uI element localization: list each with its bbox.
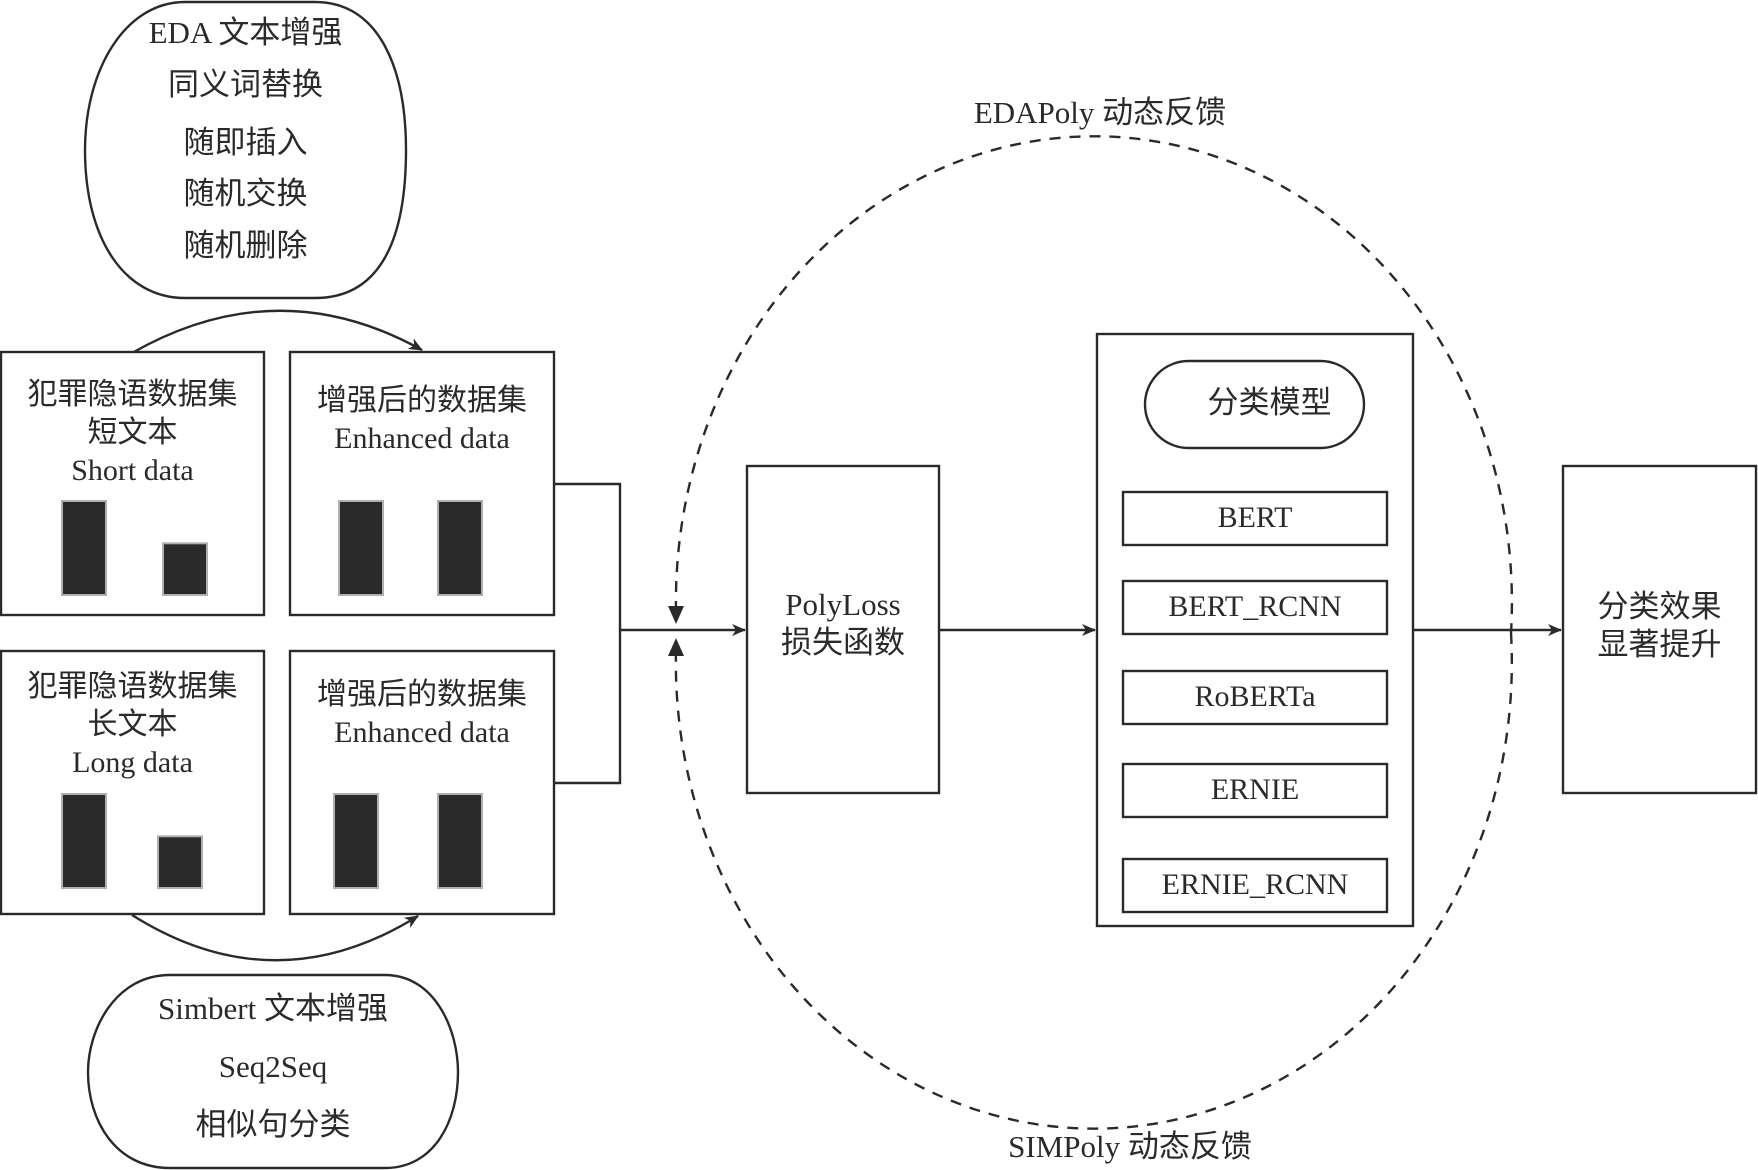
- result-label: 分类效果 显著提升: [1563, 588, 1756, 664]
- long-enhanced-bar: [333, 793, 379, 889]
- eda-method: 随即插入: [183, 124, 308, 160]
- long-dataset-en: Long data: [72, 746, 193, 779]
- eda-method: 随机交换: [183, 176, 308, 212]
- result-line2: 显著提升: [1597, 627, 1722, 662]
- polyloss-label: PolyLoss 损失函数: [747, 586, 939, 662]
- short-dataset-title: 犯罪隐语数据集: [27, 378, 238, 411]
- feedback-arrowhead-down: [668, 606, 684, 624]
- short-dataset-label: 犯罪隐语数据集 短文本 Short data: [1, 376, 264, 490]
- simbert-text: Simbert 文本增强 Seq2Seq 相似句分类: [88, 990, 458, 1143]
- model-label: RoBERTa: [1194, 680, 1316, 713]
- short-enhanced-title: 增强后的数据集: [317, 384, 527, 417]
- long-dataset-subtitle: 长文本: [87, 708, 178, 741]
- long-enhanced-en: Enhanced data: [334, 716, 510, 749]
- simbert-method: Seq2Seq: [218, 1048, 328, 1084]
- long-dataset-label: 犯罪隐语数据集 长文本 Long data: [1, 668, 264, 782]
- long-bar: [157, 835, 203, 889]
- model-box: [1121, 762, 1389, 819]
- result-box: [1561, 464, 1758, 795]
- eda-method: 随机删除: [183, 228, 308, 264]
- simpoly-feedback-label: SIMPoly 动态反馈: [1008, 1129, 1252, 1164]
- long-enhanced-bar: [437, 793, 483, 889]
- result-line1: 分类效果: [1597, 589, 1722, 624]
- classifier-title-pill: [1143, 359, 1366, 450]
- model-label: BERT: [1217, 501, 1293, 534]
- simbert-augmentation-blob: [86, 973, 460, 1170]
- short-bar: [61, 500, 107, 596]
- classifier-title: 分类模型: [1207, 385, 1332, 420]
- long-dataset-box: [0, 649, 266, 916]
- short-dataset-subtitle: 短文本: [87, 416, 178, 449]
- long-dataset-title: 犯罪隐语数据集: [27, 670, 238, 703]
- polyloss-name: PolyLoss: [785, 587, 901, 622]
- short-enhanced-box: [288, 350, 556, 617]
- simbert-augment-arrow: [131, 913, 419, 962]
- feedback-arrowhead-up: [668, 638, 684, 656]
- short-enhanced-en: Enhanced data: [334, 422, 510, 455]
- short-dataset-box: [0, 350, 266, 617]
- eda-text: EDA 文本增强 同义词替换 随即插入 随机交换 随机删除: [85, 14, 406, 265]
- eda-augment-arrow: [131, 309, 423, 355]
- model-box: [1121, 669, 1389, 726]
- model-box: [1121, 857, 1389, 914]
- short-bar: [162, 542, 208, 596]
- short-enhanced-label: 增强后的数据集 Enhanced data: [290, 382, 554, 458]
- model-box: [1121, 579, 1389, 636]
- eda-augmentation-blob: [83, 0, 408, 300]
- long-enhanced-label: 增强后的数据集 Enhanced data: [290, 676, 554, 752]
- long-bar: [61, 793, 107, 889]
- short-enhanced-bar: [437, 500, 483, 596]
- simbert-method: 相似句分类: [195, 1106, 351, 1142]
- eda-title: EDA 文本增强: [148, 15, 343, 50]
- edapoly-feedback-label: EDAPoly 动态反馈: [973, 95, 1227, 130]
- short-enhanced-bar: [338, 500, 384, 596]
- eda-method: 同义词替换: [168, 66, 323, 102]
- polyloss-desc: 损失函数: [781, 625, 905, 660]
- polyloss-box: [745, 464, 941, 795]
- model-box: [1121, 490, 1389, 547]
- short-dataset-en: Short data: [71, 454, 194, 487]
- simbert-title: Simbert 文本增强: [158, 991, 388, 1026]
- merge-bracket: [554, 482, 676, 785]
- model-label: ERNIE_RCNN: [1161, 868, 1349, 901]
- model-label: BERT_RCNN: [1168, 590, 1342, 623]
- model-label: ERNIE: [1210, 773, 1300, 806]
- long-enhanced-title: 增强后的数据集: [317, 678, 527, 711]
